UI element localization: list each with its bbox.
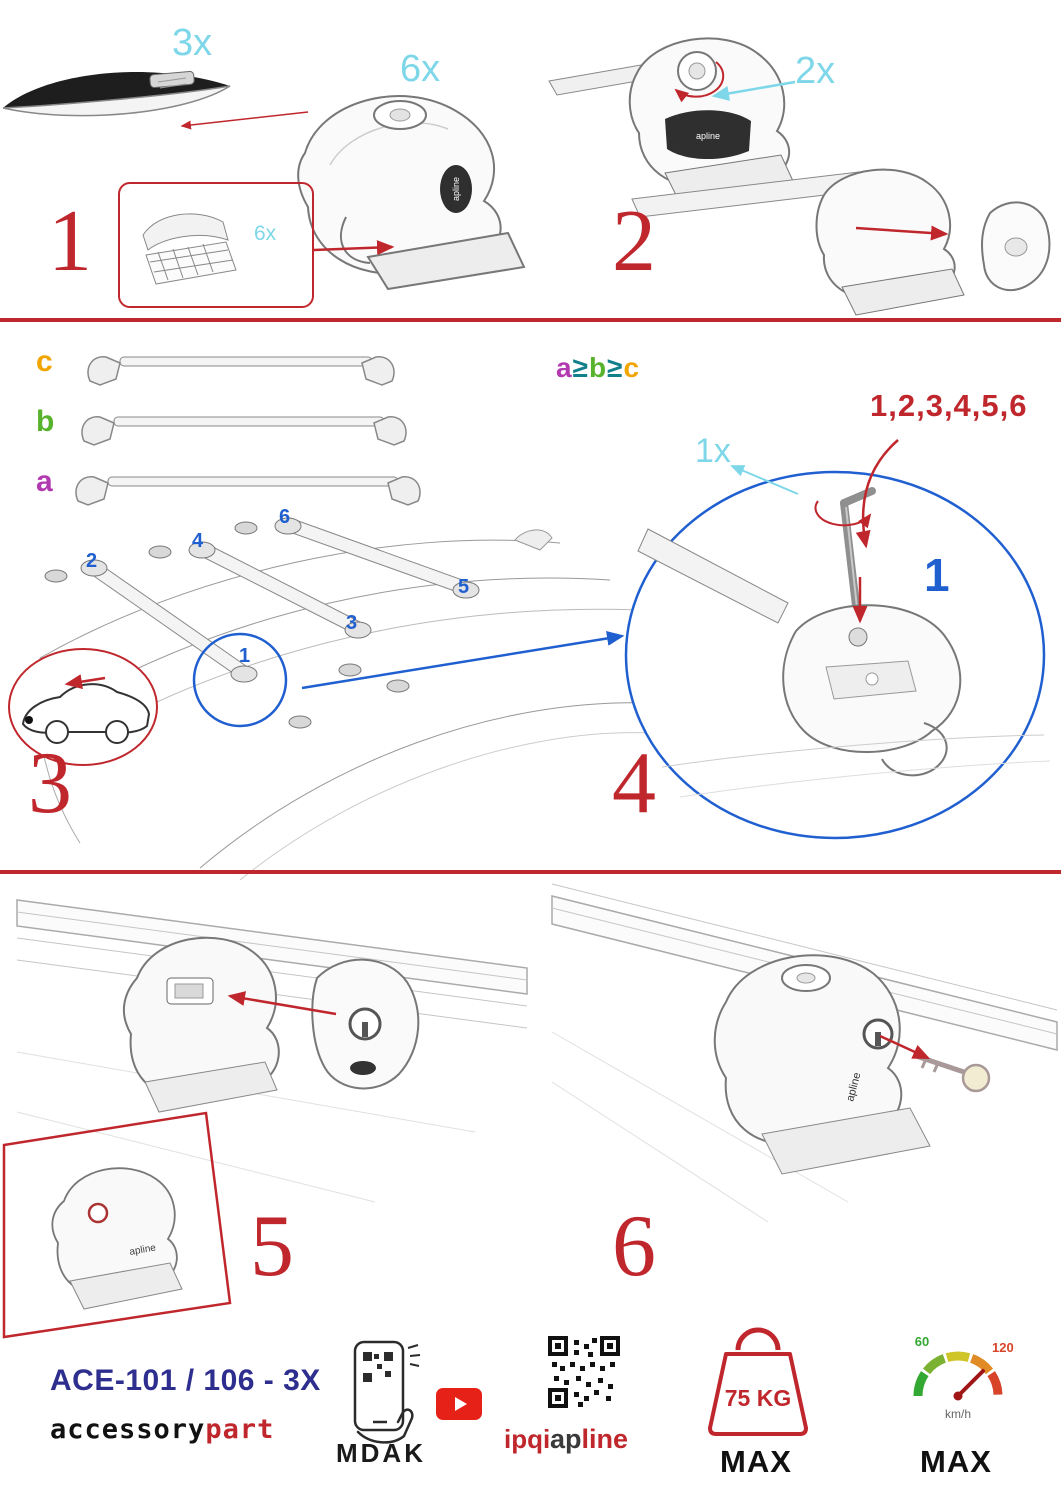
step1-foot-qty-label: 6x (400, 48, 441, 90)
step2-endcap-drawing (631, 168, 1051, 316)
order-c: c (623, 352, 641, 383)
step3-number: 3 (28, 735, 72, 832)
position-5-label: 5 (458, 576, 470, 598)
product-logo-text: apline (451, 177, 461, 201)
position-2-label: 2 (86, 550, 98, 572)
step1-foot-drawing: apline (297, 95, 526, 290)
keyhole (87, 1202, 109, 1224)
antenna-fin (514, 529, 553, 551)
brand-part: part (205, 1414, 275, 1445)
tightening-sequence-label: 1,2,3,4,5,6 (870, 388, 1028, 423)
apline-badge (440, 165, 472, 213)
brand-ipqi: ipqi (504, 1424, 551, 1454)
product-logo-text: apline (129, 1242, 158, 1258)
speed-unit-label: km/h (945, 1407, 971, 1421)
brand-accessory: accessory (50, 1414, 206, 1445)
position-1-label: 1 (239, 645, 251, 667)
speed-min-label: 60 (915, 1334, 929, 1349)
speedometer-needle (956, 1369, 985, 1398)
brand-apline: apline (550, 1424, 628, 1455)
step5-lock-cover-drawing (16, 899, 528, 1203)
product-logo-text: apline (696, 131, 720, 141)
gte-sign: ≥ (607, 352, 624, 383)
bar-c-label: c (36, 345, 53, 378)
step4-number: 4 (612, 735, 656, 832)
step6-number: 6 (612, 1198, 656, 1295)
bar-b-drawing (81, 416, 407, 446)
model-code: ACE-101 / 106 - 3X (50, 1364, 321, 1397)
speed-max-value-label: 120 (992, 1340, 1014, 1355)
brand-mdak: MDAK (336, 1438, 426, 1468)
direction-arrow (64, 674, 106, 690)
step1-pad-inset-box: 6x (118, 182, 314, 308)
weight-limit-icon: 75 KG (708, 1327, 808, 1436)
step5-number: 5 (250, 1198, 294, 1295)
step2-knob-qty-label: 2x (795, 50, 836, 92)
section-divider-2 (0, 870, 1061, 874)
step4-detail-drawing (624, 470, 1051, 840)
tightening-bolt (848, 627, 868, 647)
step1-bar-qty-label: 3x (172, 22, 213, 64)
inset-outline-box (2, 1111, 232, 1339)
first-position-callout: 1 (924, 549, 950, 601)
brand-ap: ap (550, 1424, 582, 1454)
detail-highlight-circle (192, 632, 288, 728)
step4-key-qty-label: 1x (695, 432, 731, 470)
weight-limit-value: 75 KG (725, 1385, 791, 1411)
position-6-label: 6 (279, 506, 291, 528)
bar-a-drawing (75, 476, 421, 506)
gte-sign: ≥ (572, 352, 589, 383)
order-a: a (556, 352, 573, 383)
step6-locking-drawing: apline (551, 883, 1058, 1223)
speed-max-label: MAX (920, 1444, 992, 1479)
position-3-label: 3 (346, 612, 358, 634)
section-divider-1 (0, 318, 1061, 322)
step1-pad-qty-label: 6x (254, 222, 277, 245)
step3-car-inset-drawing (8, 648, 158, 766)
brand-line: line (581, 1424, 629, 1454)
step1-number: 1 (48, 193, 92, 290)
size-order-note: a≥b≥c (556, 352, 640, 384)
position-4-label: 4 (192, 530, 204, 552)
youtube-icon (436, 1388, 482, 1420)
phone-scan-icon (353, 1340, 421, 1444)
step3-car-roof-drawing (36, 517, 650, 881)
qr-code-icon (548, 1336, 620, 1408)
weight-max-label: MAX (720, 1444, 792, 1479)
bar-b-label: b (36, 405, 55, 438)
step1-pad-drawing (142, 213, 237, 285)
step2-number: 2 (612, 193, 656, 290)
bar-c-drawing (87, 356, 395, 386)
step5-inset-drawing: apline (2, 1111, 232, 1339)
step3-bars-stack-drawing (75, 356, 421, 506)
step1-crossbar-drawing (2, 70, 231, 117)
key-drawing (915, 1053, 991, 1093)
brand-accessorypart: accessorypart (50, 1414, 274, 1445)
speedometer-icon: 60 120 km/h (913, 1334, 1014, 1421)
order-b: b (588, 352, 608, 383)
bar-a-label: a (36, 465, 53, 498)
